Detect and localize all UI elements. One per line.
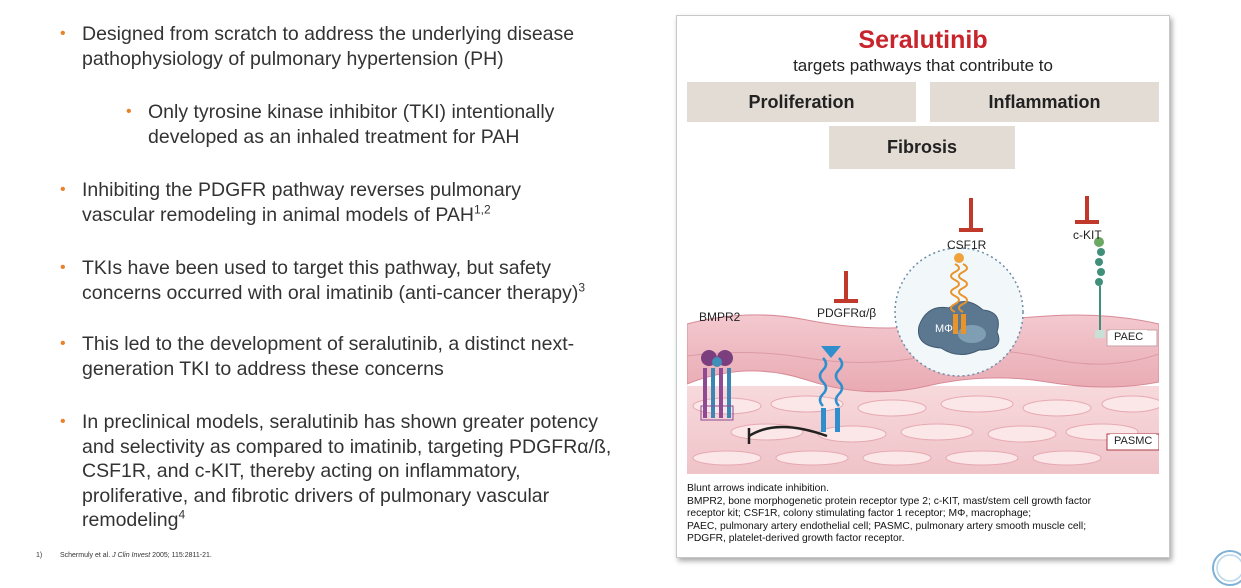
footnote-citation: 2005; 115:2811-21. <box>152 552 212 559</box>
citation-sup: 1,2 <box>473 202 491 216</box>
bullet-item: • TKIs have been used to target this pat… <box>60 256 620 305</box>
bullet-text: Inhibiting the PDGFR pathway reverses pu… <box>82 179 521 226</box>
footnote-journal: J Clin Invest <box>112 552 151 559</box>
bullet-item: • Designed from scratch to address the u… <box>60 22 620 71</box>
inhibition-arrows <box>834 196 1099 303</box>
circle-logo-icon <box>1212 550 1241 586</box>
bullet-item: • Inhibiting the PDGFR pathway reverses … <box>60 178 570 227</box>
pasmc-layer <box>687 386 1163 474</box>
citation-sup: 4 <box>178 507 186 522</box>
bullet-dot-icon: • <box>60 413 66 430</box>
legend-line: Blunt arrows indicate inhibition. <box>687 483 829 494</box>
bullet-subitem: • Only tyrosine kinase inhibitor (TKI) i… <box>126 100 596 149</box>
footnote-authors: Schermuly et al. <box>59 552 111 559</box>
bullet-dot-icon: • <box>60 259 66 276</box>
bullet-text: In preclinical models, seralutinib has s… <box>82 411 612 531</box>
macrophage-label: MΦ <box>935 323 953 335</box>
bullet-dot-icon: • <box>60 25 66 42</box>
bullet-dot-icon: • <box>60 181 66 198</box>
legend-line: PDGFR, platelet-derived growth factor re… <box>687 533 905 544</box>
bullet-dot-icon: • <box>126 103 132 120</box>
footnote-number: 1) <box>36 552 43 559</box>
pathway-diagram: MΦ <box>686 186 1163 474</box>
bullet-item: • This led to the development of seralut… <box>60 332 620 381</box>
legend-line: BMPR2, bone morphogenetic protein recept… <box>687 495 1092 507</box>
ckit-receptor <box>1094 237 1105 338</box>
bullet-text: Only tyrosine kinase inhibitor (TKI) int… <box>148 101 555 148</box>
bullet-item: • In preclinical models, seralutinib has… <box>60 410 630 533</box>
figure-title: Seralutinib <box>858 26 988 54</box>
bullet-text: This led to the development of seralutin… <box>82 333 575 380</box>
bullet-text: Designed from scratch to address the und… <box>82 23 575 70</box>
bmpr2-label: BMPR2 <box>699 310 741 324</box>
csf1r-label: CSF1R <box>947 238 987 252</box>
citation-sup: 3 <box>578 280 586 294</box>
legend-line: PAEC, pulmonary artery endothelial cell;… <box>687 520 1087 532</box>
pdgfr-receptor <box>818 346 844 432</box>
bmpr2-inhibition-arrow <box>748 425 828 438</box>
footnote: 1) Schermuly et al. J Clin Invest 2005; … <box>36 552 212 559</box>
pdgfr-label: PDGFRα/β <box>817 306 877 320</box>
pathway-box-proliferation: Proliferation <box>687 82 916 122</box>
pathway-box-fibrosis: Fibrosis <box>829 126 1015 169</box>
bmpr2-receptor <box>700 350 734 421</box>
legend-line: receptor kit; CSF1R, colony stimulating … <box>687 508 1032 519</box>
csf1r-receptor <box>950 253 968 334</box>
ckit-label: c-KIT <box>1073 228 1102 242</box>
paec-label: PAEC <box>1110 330 1148 344</box>
figure-legend: Blunt arrows indicate inhibition. BMPR2,… <box>687 483 1159 546</box>
pasmc-label: PASMC <box>1110 434 1157 448</box>
mechanism-figure: Seralutinib targets pathways that contri… <box>676 15 1170 558</box>
figure-subtitle: targets pathways that contribute to <box>793 56 1053 75</box>
pathway-box-inflammation: Inflammation <box>930 82 1159 122</box>
bullet-dot-icon: • <box>60 335 66 352</box>
bullet-text: TKIs have been used to target this pathw… <box>82 257 579 304</box>
